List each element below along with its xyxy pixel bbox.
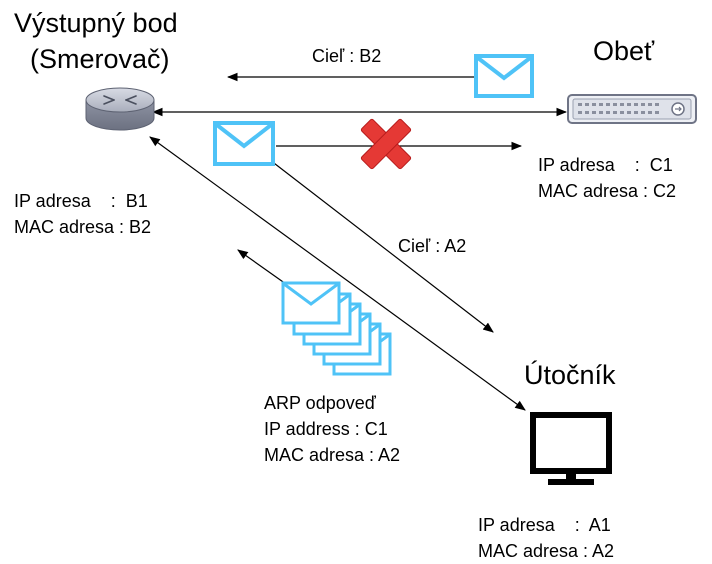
envelope-icon <box>474 54 534 98</box>
arp-envelope-stack <box>281 281 392 376</box>
attacker-address-block: IP adresa : A1 MAC adresa : A2 <box>478 512 614 564</box>
gateway-subtitle: (Smerovač) <box>30 44 170 74</box>
label-dest-b2: Cieľ : B2 <box>312 46 382 66</box>
arp-reply-block: ARP odpoveď IP address : C1 MAC adresa :… <box>264 390 400 468</box>
victim-ip: IP adresa : C1 <box>538 155 673 175</box>
victim-device-icon <box>567 94 697 124</box>
gateway-address-block: IP adresa : B1 MAC adresa : B2 <box>14 188 151 240</box>
label-dest-a2: Cieľ : A2 <box>398 236 467 256</box>
victim-address-block: IP adresa : C1 MAC adresa : C2 <box>538 152 676 204</box>
gateway-ip: IP adresa : B1 <box>14 191 148 211</box>
arp-reply-title: ARP odpoveď <box>264 393 376 413</box>
victim-mac: MAC adresa : C2 <box>538 181 677 201</box>
envelope-icon <box>213 121 275 166</box>
blocked-cross-icon <box>360 118 412 170</box>
gateway-title: Výstupný bod <box>14 8 178 38</box>
attacker-mac: MAC adresa : A2 <box>478 541 615 561</box>
victim-title: Obeť <box>593 36 655 66</box>
gateway-mac: MAC adresa : B2 <box>14 217 152 237</box>
router-icon <box>85 87 155 131</box>
monitor-icon <box>530 412 612 485</box>
attacker-ip: IP adresa : A1 <box>478 515 611 535</box>
arp-reply-ip: IP address : C1 <box>264 419 388 439</box>
attacker-title: Útočník <box>524 360 616 390</box>
arp-reply-mac: MAC adresa : A2 <box>264 445 401 465</box>
